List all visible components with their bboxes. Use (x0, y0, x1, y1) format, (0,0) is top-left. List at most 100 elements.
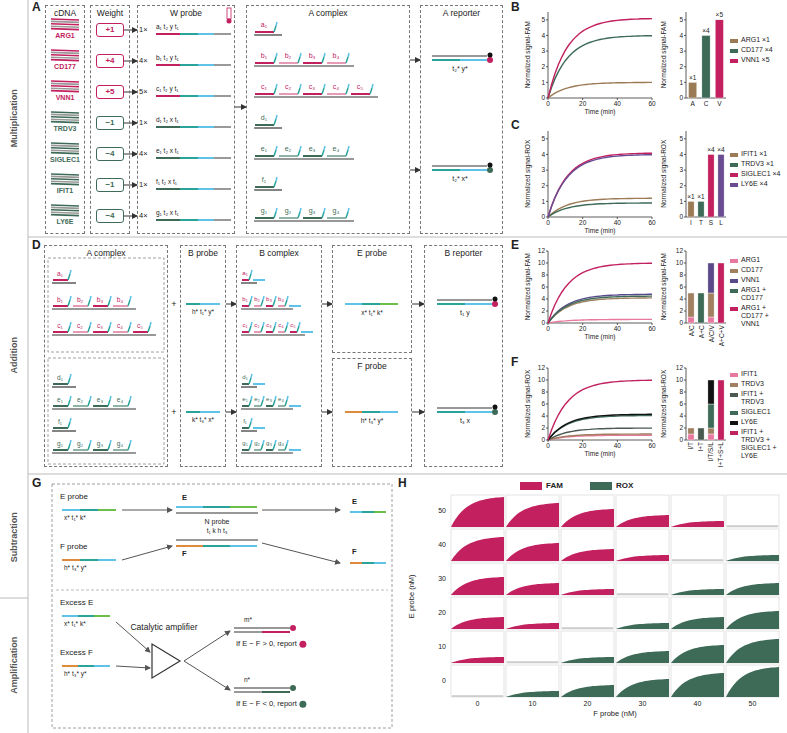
stroke (51, 50, 79, 51)
segment-label: a₁ (57, 270, 63, 277)
gene-name: TRDV3 (54, 125, 77, 133)
stroke (348, 53, 349, 57)
gene-name: CD177 (54, 63, 76, 71)
axis-title: Time (min) (585, 333, 616, 340)
segment-label: g₁ (261, 207, 267, 215)
stroke (113, 305, 128, 307)
stroke (251, 296, 252, 300)
tick-label: 4 (679, 151, 683, 158)
strand-name: E (182, 494, 187, 503)
stroke (327, 217, 346, 219)
connector-arrow (124, 216, 137, 217)
stroke (200, 303, 220, 305)
dashed-box: B complex (236, 245, 322, 467)
connector-arrow (322, 304, 332, 305)
stroke (93, 405, 108, 407)
panel-letter: G (32, 477, 41, 491)
stroke (78, 665, 94, 667)
tick-label: 40 (614, 325, 621, 332)
stroke (279, 62, 298, 64)
tick-label: 2 (541, 424, 545, 431)
tick-label: 10 (538, 259, 545, 266)
segment-label: d₁ (261, 114, 267, 122)
stroke (70, 418, 71, 422)
dashed-box: A complex (246, 5, 410, 234)
segment-label: e₂ (254, 396, 260, 403)
stroke (298, 150, 300, 156)
stroke (684, 201, 686, 202)
stroke (546, 275, 548, 276)
tick-label: 4 (541, 151, 545, 158)
stroke (298, 88, 300, 94)
tick-label: 0 (546, 219, 550, 226)
stroke (562, 628, 613, 629)
legend-swatch (730, 421, 738, 425)
tick-label: 30 (639, 700, 647, 708)
segment-label: g₁ (242, 440, 247, 447)
stroke (253, 279, 265, 281)
stroke (324, 146, 325, 150)
stroke (242, 427, 249, 429)
stroke (242, 383, 249, 385)
tick-label: 0 (541, 319, 545, 326)
stroke (176, 539, 258, 540)
signal-area (451, 617, 504, 629)
signal-curve (548, 298, 652, 323)
bar (688, 434, 694, 440)
stroke (53, 449, 68, 451)
stroke (348, 208, 349, 212)
stroke (90, 440, 91, 444)
stroke (273, 326, 275, 332)
stroke (346, 212, 348, 218)
stroke (70, 270, 71, 274)
bar (715, 20, 723, 98)
stroke (51, 148, 79, 149)
frame (451, 563, 504, 595)
stroke (156, 188, 180, 190)
node-title: W probe (138, 6, 234, 18)
panel-letter: C (511, 119, 520, 133)
stroke (276, 53, 277, 57)
connector-arrow (412, 304, 424, 305)
tick-label: 40 (614, 442, 621, 449)
node-title: B reporter (425, 246, 502, 258)
bar (698, 428, 704, 440)
tick-label: 60 (648, 442, 655, 449)
stroke (94, 665, 110, 667)
segment-label: e₁ (261, 145, 267, 153)
signal-area (616, 515, 669, 527)
strand-label: n* (244, 676, 250, 683)
signal-area (616, 555, 669, 561)
signal-curve (548, 203, 652, 217)
signal-area (726, 583, 779, 595)
legend-swatch (730, 163, 738, 167)
stroke (684, 299, 686, 300)
stroke (73, 331, 88, 333)
tick-label: 4 (541, 295, 545, 302)
legend-text: SIGLEC1 (741, 408, 785, 416)
tick-label: 1 (679, 198, 683, 205)
stroke (51, 212, 79, 213)
stroke (51, 26, 79, 27)
stroke (255, 155, 274, 157)
stroke (546, 299, 548, 300)
stroke (51, 205, 79, 206)
weight-box: −1 (96, 178, 124, 192)
stroke (51, 88, 79, 89)
dot (493, 297, 498, 302)
stroke (108, 326, 110, 332)
frame (616, 597, 669, 629)
tick-label: 40 (614, 100, 621, 107)
stroke (98, 509, 116, 511)
stroke (108, 400, 110, 406)
stroke (203, 545, 230, 547)
strand-label: d₁ t₂ x t₁ (156, 116, 179, 123)
stroke (249, 274, 251, 280)
stroke (324, 84, 325, 88)
tick-label: 0 (546, 100, 550, 107)
frame (48, 358, 164, 464)
stroke (251, 270, 252, 274)
stroke (254, 65, 354, 66)
bar (688, 293, 694, 317)
segment-label: e₄ (278, 396, 284, 403)
